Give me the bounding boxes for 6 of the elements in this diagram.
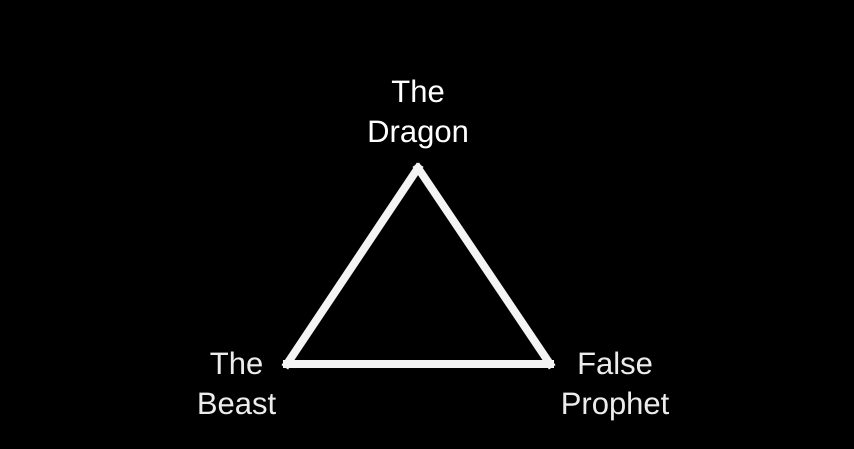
connector-line <box>414 164 554 368</box>
node-label: False Prophet <box>560 345 670 423</box>
connector-line <box>283 360 554 368</box>
node-label: The Dragon <box>367 73 469 151</box>
node-label: The Beast <box>196 345 276 423</box>
connector-line <box>283 164 422 368</box>
